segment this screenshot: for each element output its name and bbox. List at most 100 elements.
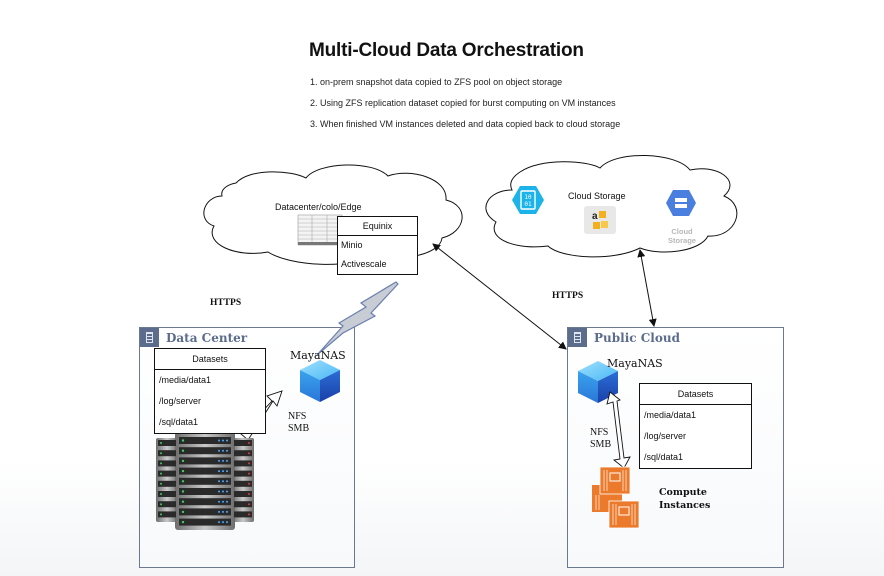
smb-label: SMB	[590, 439, 612, 450]
edge-cloud-label: Datacenter/colo/Edge	[275, 202, 362, 212]
rack-slot	[158, 491, 176, 497]
smb-label: SMB	[288, 423, 310, 434]
svg-text:10: 10	[524, 194, 532, 201]
rack-slot	[226, 470, 228, 473]
rack-slot	[222, 521, 224, 524]
rack-slot	[234, 511, 252, 518]
rack-slot	[222, 500, 224, 503]
rack-slot	[218, 510, 220, 513]
dataset-row: /sql/data1	[644, 452, 684, 462]
rack-slot	[160, 442, 162, 444]
data-center-title: Data Center	[166, 330, 248, 345]
rack-slot	[179, 437, 231, 444]
rack-slot	[218, 490, 220, 493]
rack-slot	[181, 449, 185, 452]
step-3: 3. When finished VM instances deleted an…	[310, 119, 621, 129]
server-stack-icon	[156, 432, 254, 530]
protocols-label: NFS SMB	[288, 411, 309, 435]
diagram-title: Multi-Cloud Data Orchestration	[309, 40, 584, 61]
rack-slot	[234, 480, 252, 487]
azure-blob-storage-icon: 10 01	[512, 186, 544, 214]
rack-slot	[226, 521, 228, 524]
mayanas-cube-icon	[300, 360, 340, 402]
rack-slot	[226, 480, 228, 483]
dataset-row: /sql/data1	[159, 417, 199, 427]
rack-slot	[226, 459, 228, 462]
nfs-label: NFS	[590, 427, 609, 438]
step-1: 1. on-prem snapshot data copied to ZFS p…	[310, 77, 563, 87]
storage-to-public-cloud-arrow	[637, 249, 657, 327]
rack-slot	[248, 513, 250, 516]
rack-slot	[248, 503, 250, 506]
rack-slot	[226, 500, 228, 503]
dataset-row: /media/data1	[159, 375, 212, 385]
rack-slot	[248, 462, 250, 465]
rack-slot	[181, 480, 185, 483]
rack-slot	[160, 472, 162, 475]
gcp-cloud-storage-icon	[666, 190, 696, 216]
mayanas-label: MayaNAS	[290, 349, 346, 362]
rack-slot	[222, 510, 224, 513]
rack-slot	[181, 520, 185, 524]
rack-slot	[226, 490, 228, 493]
rack-slot	[248, 442, 250, 444]
wan-link-bolt	[316, 281, 399, 356]
edge-table-row: Minio	[341, 240, 363, 250]
rack-slot	[248, 482, 250, 485]
https-label-right: HTTPS	[552, 291, 584, 301]
rack-slot	[222, 459, 224, 462]
server-icon	[568, 328, 587, 347]
rack-slot	[160, 513, 162, 516]
rack-slot	[181, 459, 185, 463]
rack-slot	[158, 470, 176, 477]
rack-slot	[222, 449, 224, 452]
rack-slot	[248, 493, 250, 495]
server-rack-icon	[297, 214, 343, 246]
rack-slot	[160, 482, 162, 485]
rack-slot	[179, 488, 231, 495]
rack-slot	[181, 500, 185, 503]
rack-slot	[158, 460, 176, 467]
rack-slot	[158, 450, 176, 457]
rack-slot	[234, 491, 252, 497]
public-cloud-title: Public Cloud	[594, 330, 680, 345]
datasets-header: Datasets	[155, 349, 265, 370]
datasets-header: Datasets	[640, 384, 751, 405]
rack-slot	[179, 477, 231, 485]
rack-slot	[234, 440, 252, 446]
edge-to-public-cloud-arrow	[432, 243, 567, 350]
rack-slot	[179, 518, 231, 526]
rack-slot	[234, 460, 252, 467]
rack-slot	[160, 452, 162, 455]
rack-slot	[158, 501, 176, 508]
data-center-datasets-table: Datasets /media/data1 /log/server /sql/d…	[154, 348, 266, 434]
rack-slot	[158, 440, 176, 446]
rack-slot	[160, 503, 162, 506]
compute-label-line: Instances	[659, 500, 711, 511]
rack-slot	[222, 470, 224, 473]
edge-storage-table: Equinix Minio Activescale	[337, 216, 418, 275]
edge-table-header: Equinix	[338, 217, 417, 236]
rack-slot	[248, 472, 250, 475]
compute-instances-label: Compute Instances	[659, 486, 710, 512]
rack-slot	[218, 500, 220, 503]
public-cloud-datasets-table: Datasets /media/data1 /log/server /sql/d…	[639, 383, 752, 469]
server-icon	[140, 328, 159, 347]
rack-slot	[248, 452, 250, 455]
rack-slot	[179, 498, 231, 506]
rack-slot	[218, 521, 220, 524]
protocols-label: NFS SMB	[590, 427, 611, 451]
rack-slot	[179, 447, 231, 455]
rack-slot	[222, 480, 224, 483]
edge-table-row: Activescale	[341, 259, 387, 269]
dataset-row: /log/server	[159, 396, 202, 406]
rack-slot	[226, 439, 228, 442]
edge-cloud-shape	[203, 164, 463, 265]
dataset-row: /media/data1	[644, 410, 697, 420]
rack-slot	[179, 467, 231, 475]
compute-label-line: Compute	[659, 487, 707, 498]
rack-slot	[179, 457, 231, 465]
step-2: 2. Using ZFS replication dataset copied …	[310, 98, 616, 108]
rack-slot	[234, 470, 252, 477]
